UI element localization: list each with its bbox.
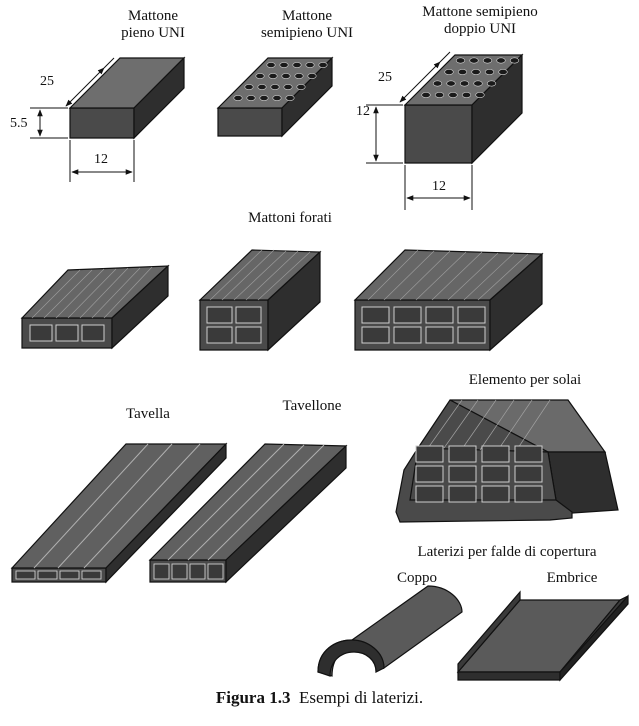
hollow-brick-large [353, 249, 544, 352]
solaio-label: Elemento per solai [468, 372, 582, 388]
perforation-hole [246, 95, 256, 101]
double-brick-label: Mattone semipieno doppio UNI [410, 4, 550, 38]
perforation-hole [318, 62, 328, 68]
solid-brick-label-line1: Mattone [128, 8, 178, 24]
tavellone-label: Tavellone [282, 398, 342, 414]
perforation-hole [255, 73, 265, 79]
caption-text: Esempi di laterizi. [298, 688, 424, 707]
perforation-hole [469, 57, 479, 64]
perforation-hole [475, 92, 485, 99]
perforation-hole [457, 69, 468, 76]
perforation-hole [484, 69, 495, 76]
perforation-hole [296, 84, 306, 90]
solid-brick-label-line2: pieno UNI [121, 25, 185, 41]
double-width-dim: 12 [432, 179, 446, 194]
semi-brick-label: Mattone semipieno UNI [252, 8, 362, 42]
perforation-hole [471, 69, 481, 76]
double-length-dim: 25 [378, 70, 392, 85]
solid-height-dim: 5.5 [10, 116, 28, 131]
tavellone [148, 443, 348, 584]
perforation-hole [455, 57, 466, 64]
perforation-hole [270, 84, 280, 90]
perforation-hole [434, 92, 445, 99]
perforation-hole [432, 80, 443, 87]
perforation-hole [421, 92, 431, 99]
perforation-hole [279, 62, 289, 68]
solid-brick [68, 56, 186, 140]
perforation-hole [294, 73, 304, 79]
perforation-hole [444, 69, 454, 76]
perforation-hole [307, 73, 317, 79]
double-brick [403, 53, 524, 165]
perforation-hole [496, 57, 506, 64]
semi-brick-label-line2: semipieno UNI [260, 25, 354, 41]
embrice-label: Embrice [546, 570, 598, 586]
coppo [317, 585, 463, 677]
hollow-bricks-title: Mattoni forati [248, 210, 332, 226]
double-brick-label-line2: doppio UNI [443, 21, 517, 37]
perforation-hole [266, 62, 276, 68]
double-height-dim: 12 [356, 104, 370, 119]
semi-solid-brick [216, 56, 334, 138]
solid-brick-label: Mattone pieno UNI [108, 8, 198, 42]
perforation-hole [448, 92, 458, 99]
embrice [456, 590, 629, 682]
perforation-hole [268, 73, 278, 79]
perforation-hole [498, 69, 508, 76]
solaio-block [395, 399, 619, 523]
hollow-brick-medium [198, 249, 322, 352]
solid-width-dim: 12 [94, 152, 108, 167]
perforation-hole [486, 80, 497, 87]
semi-brick-label-line1: Mattone [282, 8, 332, 24]
perforation-hole [285, 95, 295, 101]
tavella [10, 442, 228, 584]
perforation-hole [292, 62, 302, 68]
solid-length-dim: 25 [40, 74, 54, 89]
perforation-hole [473, 80, 483, 87]
perforation-hole [446, 80, 456, 87]
roof-tiles-title: Laterizi per falde di copertura [417, 544, 597, 560]
perforation-hole [233, 95, 243, 101]
caption-number: Figura 1.3 [215, 688, 291, 707]
perforation-hole [459, 80, 470, 87]
figure-caption: Figura 1.3 Esempi di laterizi. [0, 688, 639, 708]
double-brick-label-line1: Mattone semipieno [422, 4, 538, 20]
perforation-hole [272, 95, 282, 101]
perforation-hole [482, 57, 493, 64]
double-brick-dimensions [366, 51, 473, 210]
hollow-brick-small [20, 264, 170, 350]
perforation-hole [283, 84, 293, 90]
solid-brick-dimensions [30, 57, 135, 182]
perforation-hole [461, 92, 472, 99]
perforation-hole [509, 57, 520, 64]
perforation-hole [281, 73, 291, 79]
tavella-label: Tavella [126, 406, 170, 422]
perforation-hole [259, 95, 269, 101]
perforation-hole [305, 62, 315, 68]
coppo-label: Coppo [396, 570, 437, 586]
perforation-hole [244, 84, 254, 90]
perforation-hole [257, 84, 267, 90]
